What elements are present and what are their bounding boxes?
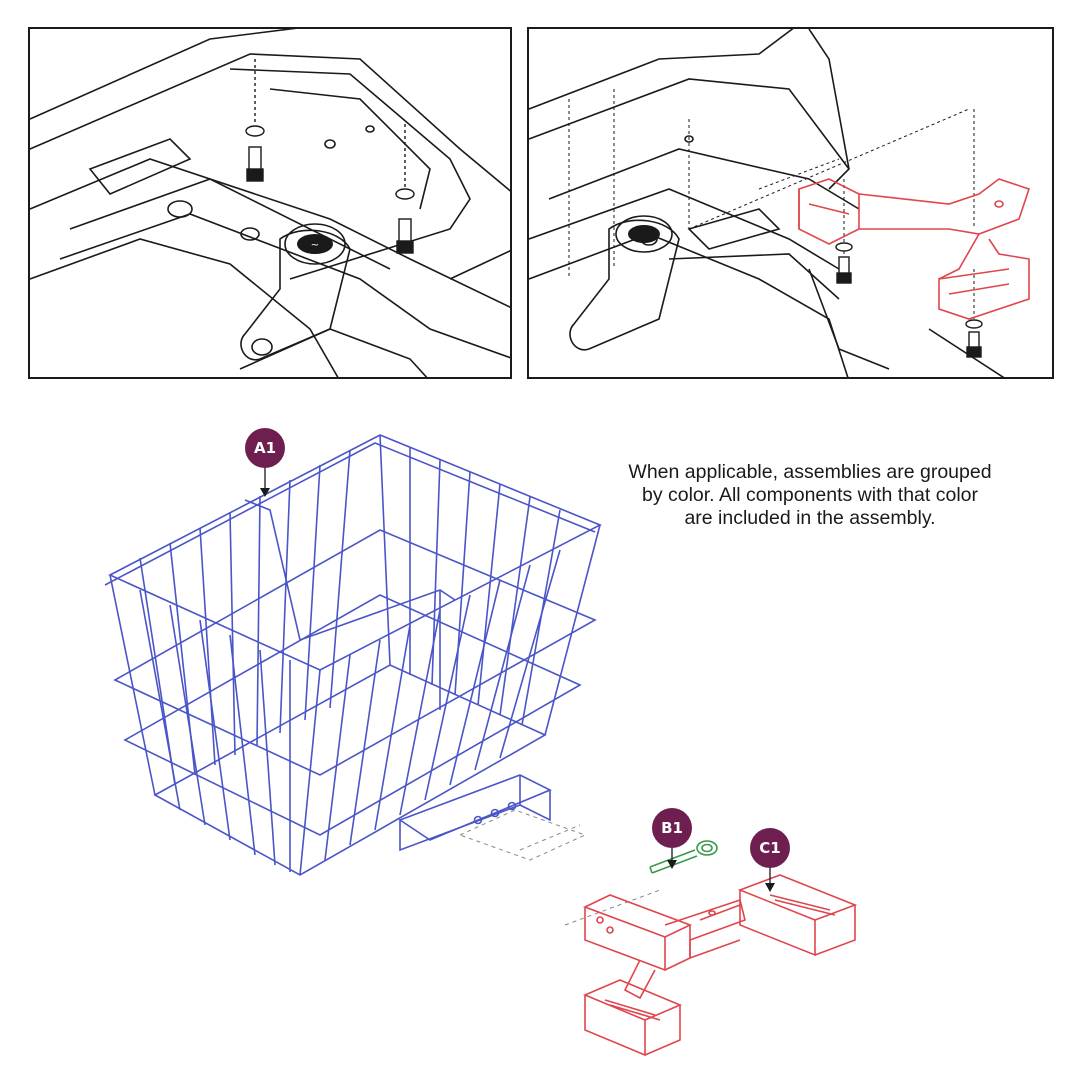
basket-assembly-a1 bbox=[104, 434, 602, 876]
step-2-panel bbox=[527, 27, 1054, 379]
assembly-color-note: When applicable, assemblies are grouped … bbox=[585, 461, 1035, 530]
alignment-guide bbox=[458, 809, 661, 926]
bracket-assembly-top bbox=[798, 178, 1031, 320]
knob-logo-icon bbox=[628, 225, 660, 243]
callout-a1: A1 bbox=[245, 428, 285, 468]
step-1-panel: ~ bbox=[28, 27, 512, 379]
callout-b1: B1 bbox=[652, 808, 692, 848]
seat-base-illustration-left: ~ bbox=[30, 29, 510, 377]
assembly-diagram bbox=[104, 434, 858, 1057]
note-line-3: are included in the assembly. bbox=[684, 507, 936, 529]
bracket-assembly-c1 bbox=[582, 874, 858, 1057]
svg-text:~: ~ bbox=[311, 240, 319, 251]
pin-b1 bbox=[649, 840, 718, 874]
note-line-1: When applicable, assemblies are grouped bbox=[628, 461, 992, 483]
bolt-hardware-right bbox=[835, 242, 983, 358]
note-line-2: by color. All components with that color bbox=[641, 484, 978, 506]
bolt-hardware-left bbox=[245, 59, 415, 254]
seat-base-illustration-right bbox=[529, 29, 1031, 377]
knob-logo-icon: ~ bbox=[297, 234, 333, 254]
callout-c1: C1 bbox=[750, 828, 790, 868]
